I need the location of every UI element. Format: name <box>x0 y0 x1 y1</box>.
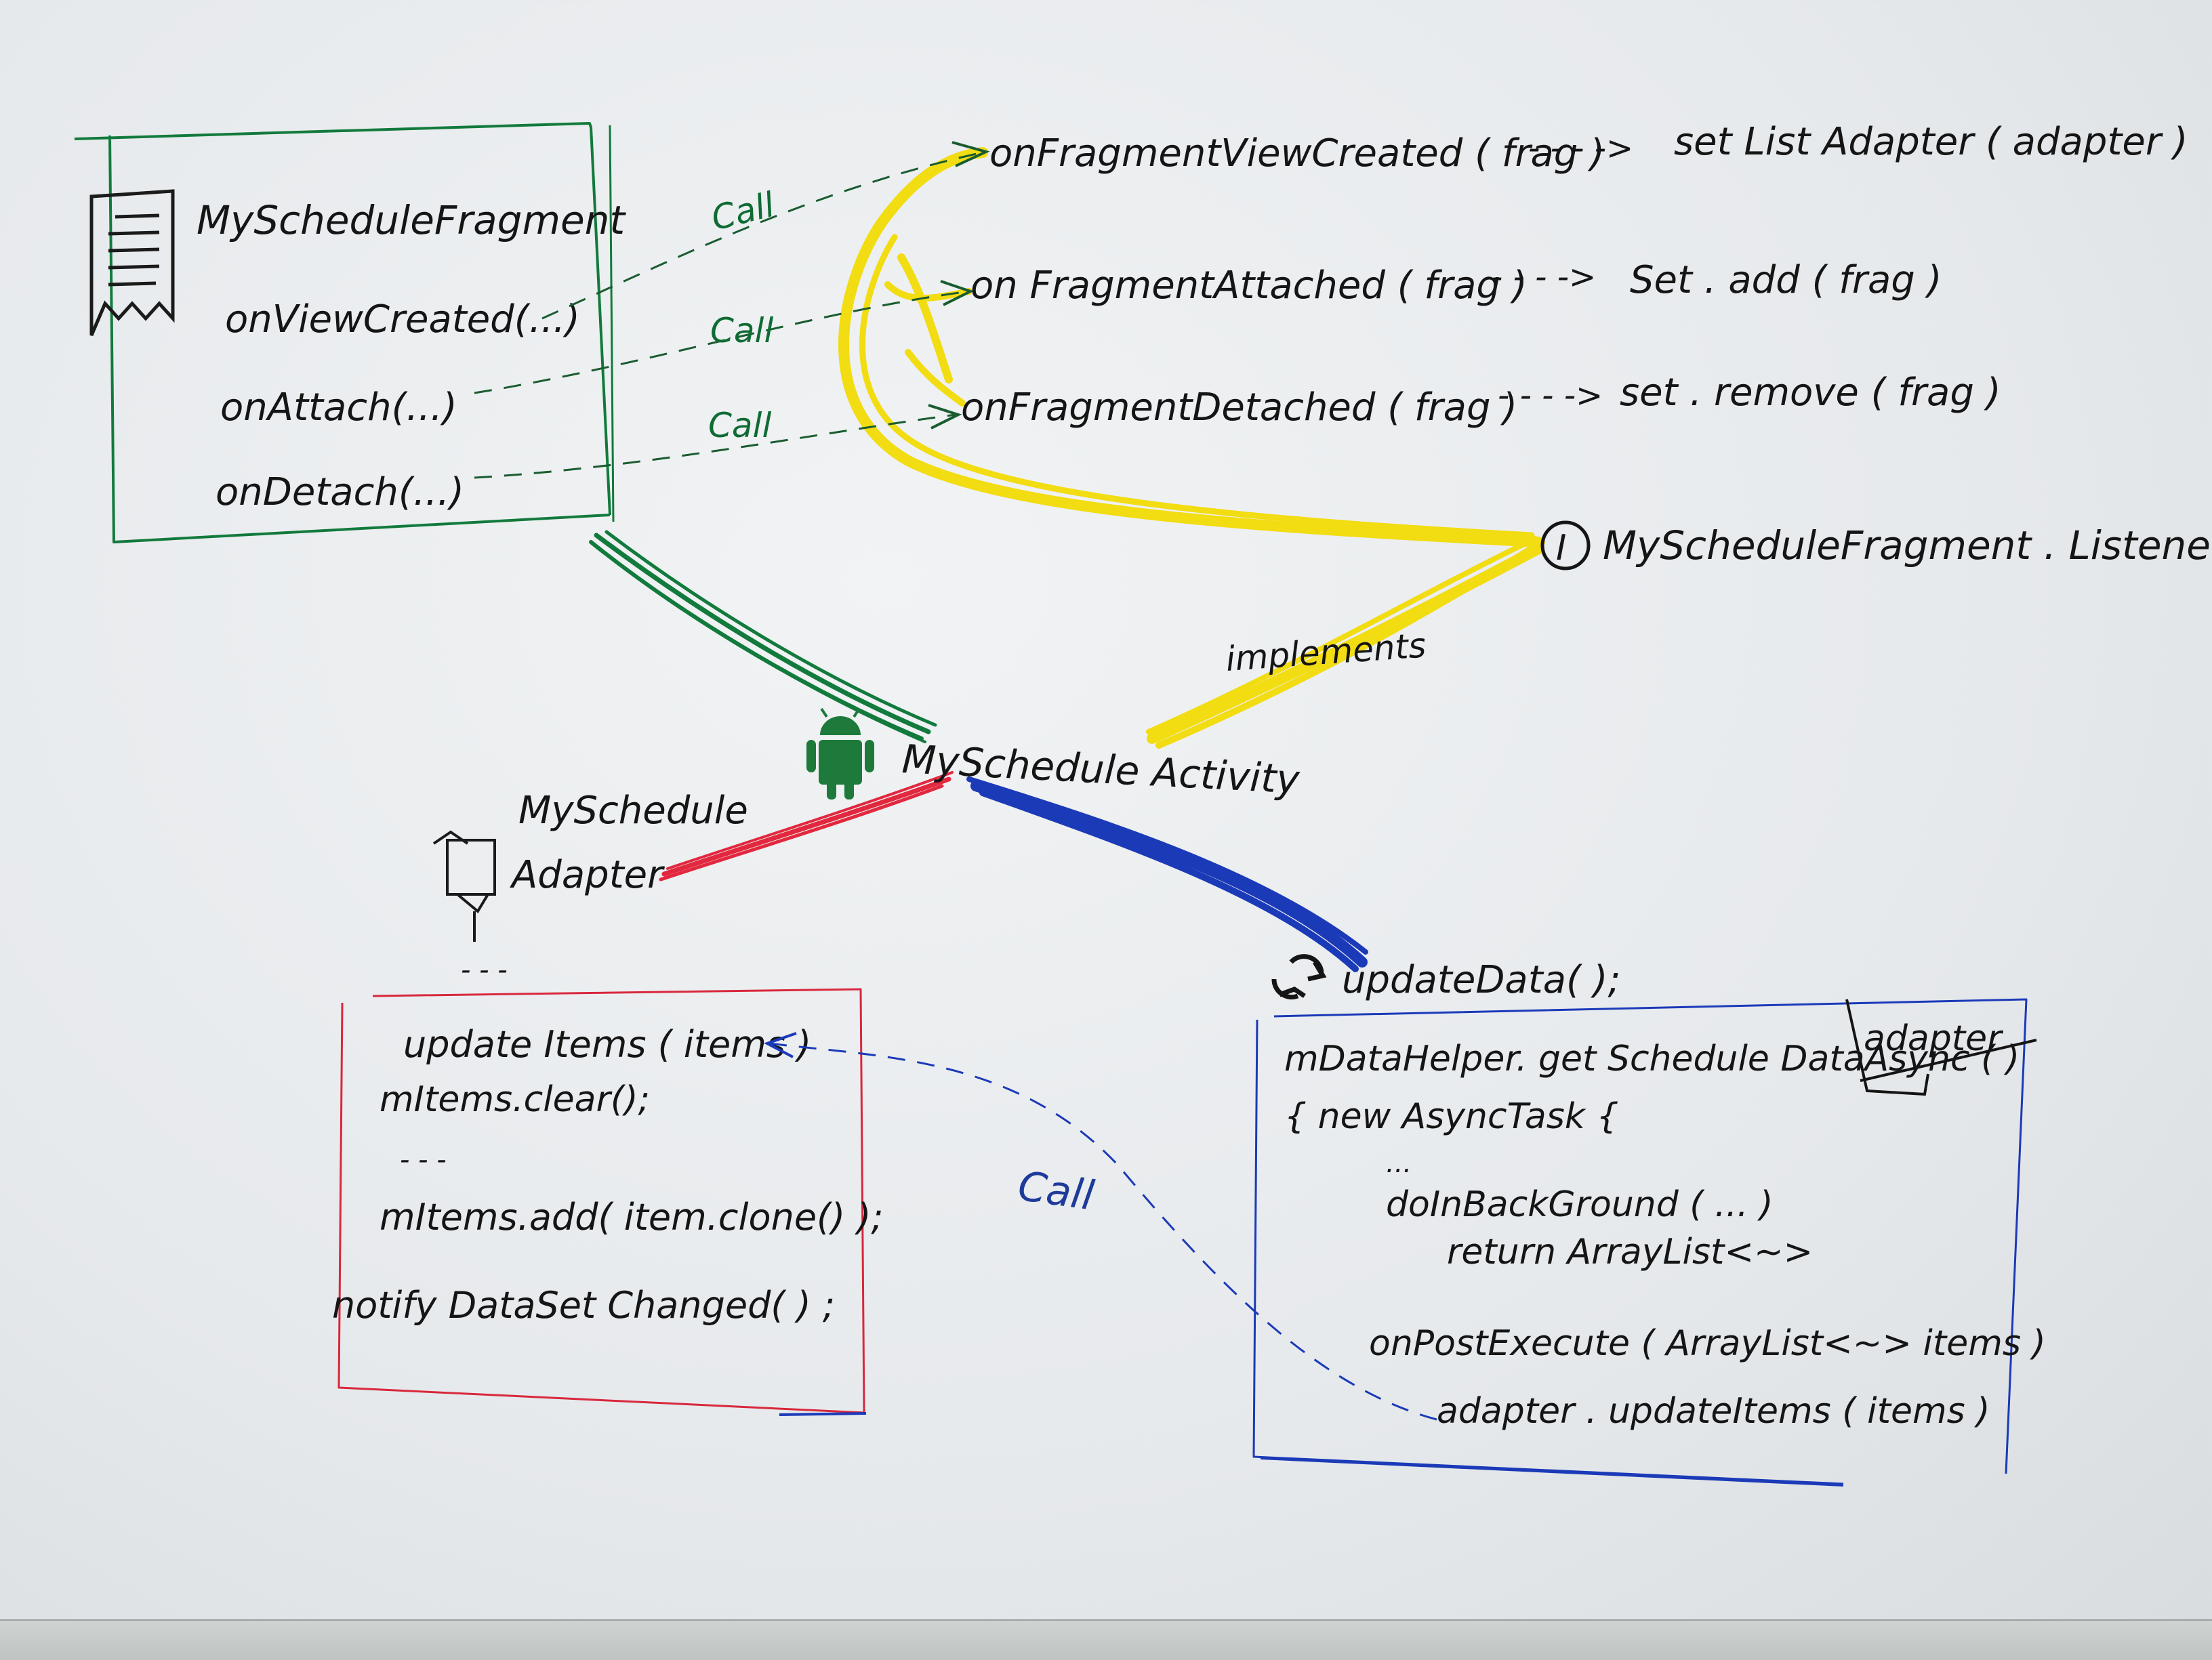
update-code-line-6: adapter . updateItems ( items ) <box>1437 1391 1990 1432</box>
update-code-line-5: onPostExecute ( ArrayList<~> items ) <box>1369 1323 2046 1364</box>
update-node: updateData( ); <box>1271 954 1620 1002</box>
call-arrow-viewcreated <box>541 151 983 320</box>
listener-name: MyScheduleFragment . Listener <box>1603 522 2212 568</box>
callback-arrow-viewcreated: - - - -> <box>1528 129 1633 167</box>
yellow-implements-connector <box>1146 536 1545 749</box>
adapter-code-line-0: update Items ( items ) <box>403 1023 811 1066</box>
activity-name: MySchedule Activity <box>901 736 1301 803</box>
edge-label-call-4: Call <box>1015 1163 1097 1220</box>
adapter-code-line-1: mItems.clear(); <box>380 1079 650 1120</box>
fragment-method-onviewcreated: onViewCreated(...) <box>225 297 580 341</box>
listener-interface: I MyScheduleFragment . Listener <box>1540 520 2212 570</box>
interface-i-icon: I <box>1540 520 1591 570</box>
callback-method-viewcreated: onFragmentViewCreated ( frag ) <box>989 131 1605 175</box>
svg-text:I: I <box>1556 528 1566 568</box>
fragment-method-onattach: onAttach(...) <box>220 386 457 430</box>
adapter-dots: - - - <box>461 955 508 986</box>
plug-icon <box>432 830 496 942</box>
edge-label-call-1: Call <box>708 185 779 238</box>
refresh-icon <box>1271 954 1327 1000</box>
listener-callbacks: onFragmentViewCreated ( frag ) - - - -> … <box>961 120 2188 430</box>
fragment-box: MyScheduleFragment onViewCreated(...) on… <box>74 122 626 543</box>
edge-label-call-2: Call <box>710 311 773 350</box>
call-arrowhead-update-items <box>763 1032 797 1058</box>
android-icon <box>806 707 874 800</box>
adapter-code-box: update Items ( items ) mItems.clear(); -… <box>332 988 884 1416</box>
green-connector <box>589 530 937 743</box>
callback-action-detached: set . remove ( frag ) <box>1620 371 2001 415</box>
callback-arrow-attached: - - - -> <box>1491 258 1596 296</box>
update-code-line-2: ... <box>1386 1148 1412 1179</box>
call-arrow-detach <box>474 413 956 479</box>
callback-method-attached: on FragmentAttached ( frag ) <box>970 264 1528 308</box>
update-code-box: mDataHelper. get Schedule DataAsync ( ) … <box>1252 998 2046 1487</box>
fragment-title: MyScheduleFragment <box>197 197 626 243</box>
blue-connector <box>966 776 1368 972</box>
adapter-node: MySchedule Adapter - - - <box>432 789 748 986</box>
red-connector <box>659 771 954 881</box>
callback-arrow-detached: - - - -> <box>1498 377 1603 415</box>
update-code-line-3: doInBackGround ( ... ) <box>1386 1184 1774 1225</box>
adapter-name-line2: Adapter <box>510 853 665 897</box>
adapter-name-line1: MySchedule <box>518 789 748 833</box>
edge-label-implements: implements <box>1225 625 1427 678</box>
yellow-listener-connector <box>838 147 1544 547</box>
adapter-code-line-2: - - - <box>400 1144 447 1176</box>
document-icon <box>89 189 175 336</box>
ruler-edge <box>0 1619 2212 1660</box>
update-code-line-4: return ArrayList<~> <box>1447 1232 1813 1272</box>
adapter-code-line-4: notify DataSet Changed( ) ; <box>332 1284 835 1327</box>
edge-label-call-3: Call <box>708 406 771 445</box>
update-name: updateData( ); <box>1342 958 1620 1002</box>
call-arrows <box>474 151 983 479</box>
connector-strokes <box>589 147 1545 972</box>
adapter-code-line-3: mItems.add( item.clone() ); <box>380 1196 884 1239</box>
callback-action-attached: Set . add ( frag ) <box>1630 258 1942 302</box>
struck-adapter-param: adapter <box>1845 999 2037 1096</box>
callback-method-detached: onFragmentDetached ( frag ) <box>961 386 1517 430</box>
fragment-method-ondetach: onDetach(...) <box>216 470 464 514</box>
call-arrowheads <box>928 141 990 430</box>
update-code-line-1: { new AsyncTask { <box>1284 1096 1619 1137</box>
callback-action-viewcreated: set List Adapter ( adapter ) <box>1674 120 2188 164</box>
call-arrow-attach <box>474 290 970 394</box>
